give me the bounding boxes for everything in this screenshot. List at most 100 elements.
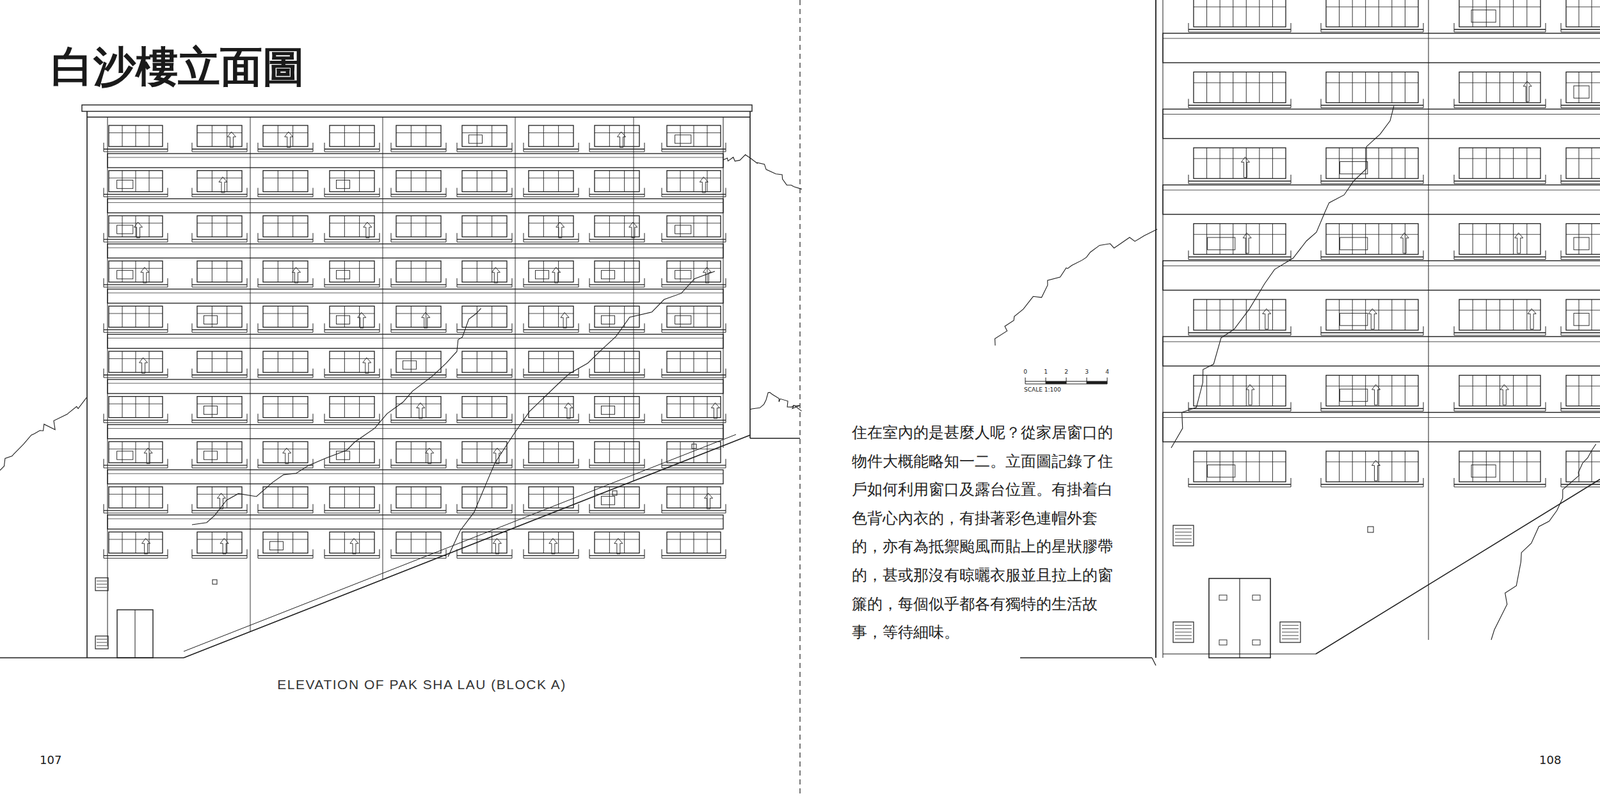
railing (103, 332, 168, 333)
railing (257, 329, 313, 331)
railing (523, 239, 579, 240)
window-mullion (226, 441, 228, 463)
window-frame (1459, 451, 1541, 482)
balcony-slab-edge (107, 157, 724, 159)
window-mullion (1472, 375, 1474, 407)
window-mullion (292, 531, 294, 553)
window-frame (1193, 375, 1286, 407)
railing-post (103, 278, 105, 288)
window-mullion (693, 441, 695, 463)
railing-post (725, 323, 727, 333)
window-mullion (476, 441, 478, 463)
railing-post (644, 368, 646, 378)
railing-post (661, 458, 663, 468)
railing (1454, 408, 1546, 409)
window-mullion (693, 351, 695, 373)
railing-post (725, 142, 727, 152)
window-mullion (1486, 299, 1487, 331)
railing-post (456, 549, 458, 559)
louvre-slat (1175, 638, 1192, 640)
railing (1320, 256, 1424, 258)
window-transom (329, 403, 375, 405)
railing (589, 239, 645, 240)
railing (1188, 487, 1291, 488)
louvre-slat (1175, 542, 1192, 543)
body-paragraph: 住在室內的是甚麼人呢？從家居窗口的物件大概能略知一二。立面圖記錄了住戶如何利用窗… (851, 418, 1126, 648)
railing-post (1320, 99, 1322, 109)
railing-post (324, 188, 326, 198)
railing-post (1290, 174, 1292, 184)
tree-outline (750, 392, 802, 411)
railing (1320, 180, 1424, 182)
window-mullion (543, 487, 544, 509)
window-mullion (476, 531, 478, 553)
railing (103, 510, 168, 511)
window-mullion (707, 125, 708, 147)
window-mullion (476, 396, 478, 418)
building-outline (1155, 0, 1157, 658)
railing (661, 512, 726, 514)
window-mullion (1206, 375, 1208, 407)
railing (1454, 104, 1546, 106)
wall-opening (612, 490, 617, 496)
railing (661, 332, 726, 333)
window-frame (396, 351, 441, 373)
window-mullion (491, 487, 493, 509)
window-frame (594, 487, 640, 509)
railing-post (578, 278, 580, 288)
window-transom (594, 403, 640, 405)
balcony-slab-edge (107, 247, 724, 249)
window-mullion (1206, 147, 1208, 179)
louvre-slat (1175, 628, 1192, 630)
railing (589, 555, 645, 557)
window-mullion (693, 215, 695, 237)
window-transom (263, 538, 308, 540)
railing-post (103, 232, 105, 242)
railing-post (523, 458, 525, 468)
air-conditioner (601, 315, 616, 324)
louvre-slat (96, 642, 107, 644)
window-mullion (707, 351, 708, 373)
air-conditioner (1340, 389, 1368, 402)
window-transom (108, 538, 163, 540)
railing-post (391, 368, 392, 378)
window-transom (594, 177, 640, 179)
hanging-clothes (493, 448, 502, 464)
railing (103, 284, 168, 285)
scale-label: SCALE 1:100 (1024, 386, 1062, 393)
railing-post (312, 323, 314, 333)
hanging-clothes (227, 131, 236, 148)
window-mullion (425, 305, 427, 328)
window-mullion (277, 396, 279, 418)
railing-post (167, 232, 169, 242)
railing (324, 374, 380, 376)
window-frame (528, 441, 574, 463)
railing-post (578, 232, 580, 242)
window-mullion (277, 305, 279, 328)
window-transom (197, 448, 242, 450)
window-mullion (624, 441, 625, 463)
window-frame (197, 215, 242, 237)
railing (324, 467, 380, 469)
railing (192, 558, 248, 559)
window-transom (1566, 158, 1600, 159)
window-mullion (1206, 299, 1208, 331)
window-mullion (1246, 72, 1247, 104)
railing-post (192, 458, 193, 468)
louvre-slat (1175, 625, 1192, 626)
window-frame (1566, 224, 1600, 255)
window-mullion (1206, 451, 1208, 482)
railing (661, 422, 726, 424)
ground-step (1152, 657, 1156, 666)
hanging-clothes (218, 177, 228, 194)
railing (456, 151, 512, 153)
railing-post (1423, 174, 1424, 184)
window-frame (528, 487, 574, 509)
railing (456, 329, 512, 331)
window-frame (1193, 72, 1286, 104)
air-conditioner (1340, 161, 1368, 175)
window-mullion (680, 487, 681, 509)
window-transom (462, 494, 507, 495)
window-transom (197, 358, 242, 360)
window-transom (1193, 385, 1286, 387)
